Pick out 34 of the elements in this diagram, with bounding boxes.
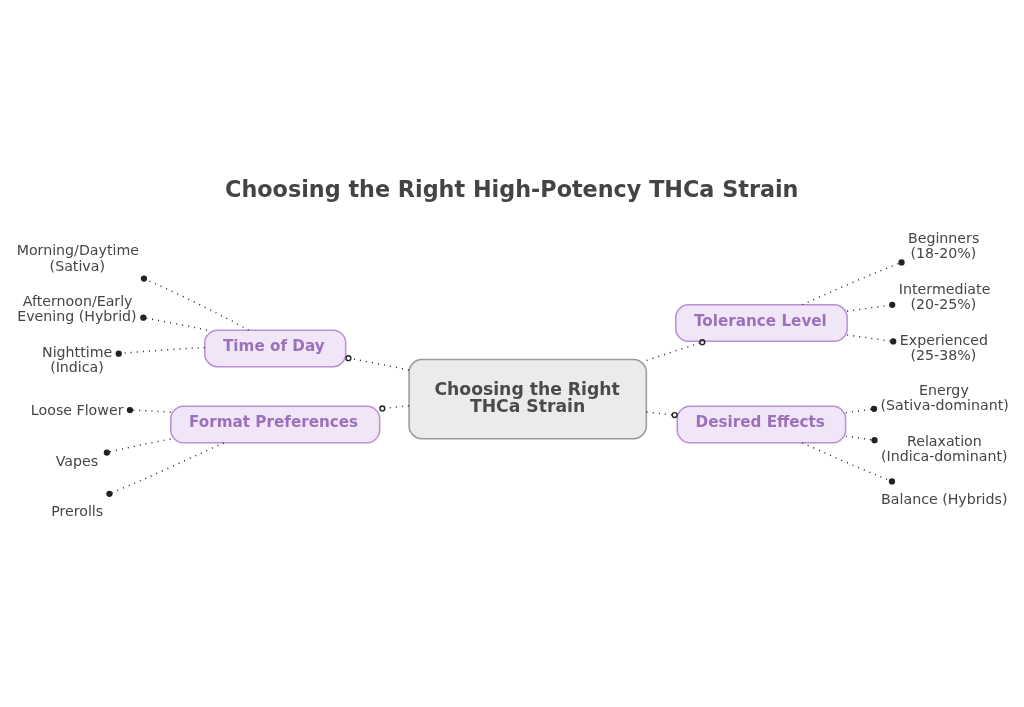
connector — [140, 275, 250, 331]
node-text: Prerolls — [51, 503, 104, 520]
connector — [345, 355, 410, 371]
node-text: Vapes — [55, 452, 99, 469]
connector — [801, 259, 905, 306]
node-text: Beginners (18-20%) — [907, 230, 980, 262]
node-box: Desired Effects — [676, 405, 847, 444]
connector — [645, 339, 706, 362]
connector — [845, 435, 878, 444]
connector — [115, 346, 206, 357]
diagram-title: Choosing the Right High-Potency THCa Strain — [225, 175, 799, 202]
node-text: Energy (Sativa-dominant) — [880, 382, 1009, 414]
connector — [106, 442, 225, 497]
node-text: Experienced (25-38%) — [899, 331, 988, 363]
node-box: Choosing the Right THCa Strain — [408, 358, 648, 440]
node-text: Morning/Daytime (Sativa) — [16, 242, 139, 274]
connector — [126, 406, 172, 414]
connector — [846, 334, 897, 345]
node-text: Balance (Hybrids) — [881, 491, 1008, 508]
node-text: Intermediate (20-25%) — [898, 280, 991, 313]
node-text: Loose Flower — [30, 402, 124, 419]
node-box: Time of Day — [204, 329, 347, 368]
connector — [845, 405, 878, 414]
connector — [379, 405, 410, 412]
connector — [846, 301, 896, 312]
connector — [645, 411, 678, 419]
connector — [103, 438, 172, 456]
node-box: Tolerance Level — [675, 304, 848, 343]
connector — [801, 442, 896, 485]
node-text: Afternoon/Early Evening (Hybrid) — [17, 293, 137, 325]
connector — [140, 314, 208, 331]
node-text: Nighttime (Indica) — [42, 343, 113, 375]
node-box: Format Preferences — [170, 405, 381, 444]
node-text: Relaxation (Indica-dominant) — [881, 432, 1008, 465]
